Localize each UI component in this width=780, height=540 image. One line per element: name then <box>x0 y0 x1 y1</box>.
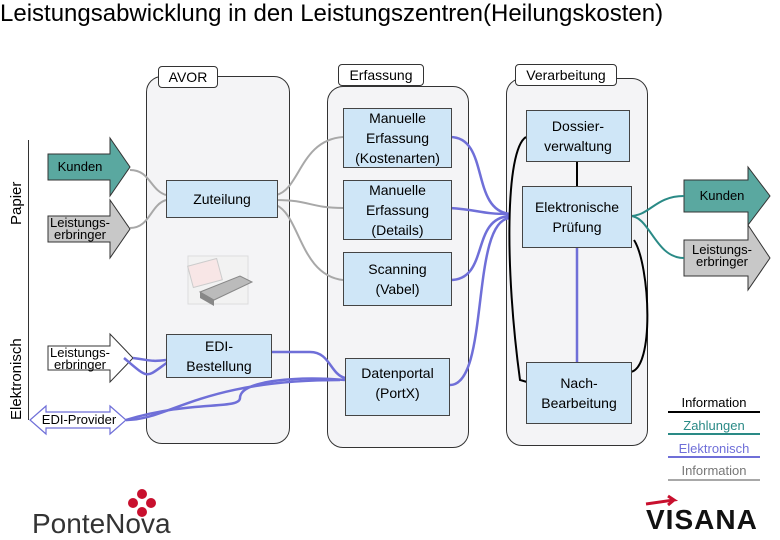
box-datenportal: Datenportal (PortX) <box>345 358 450 416</box>
legend-elektronisch: Elektronisch <box>678 441 750 456</box>
legend-information-black: Information <box>681 395 747 410</box>
lane-label-erfassung: Erfassung <box>338 64 424 86</box>
box-scanning: Scanning (Vabel) <box>343 252 452 306</box>
input-edi-provider-label: EDI-Provider <box>41 412 117 427</box>
input-leistungserbringer-paper-label: Leistungs- erbringer <box>50 215 110 242</box>
divider-line <box>28 140 29 420</box>
box-zuteilung: Zuteilung <box>166 180 278 218</box>
box-nachbearbeitung: Nach- Bearbeitung <box>526 362 632 424</box>
output-kunden-label: Kunden <box>699 188 745 203</box>
input-arrow-kunden <box>47 136 131 198</box>
input-arrow-leistungserbringer-elec <box>47 332 134 384</box>
pontenova-logo-mark <box>128 489 156 517</box>
visana-logo-mark <box>645 494 679 507</box>
legend-zahlungen: Zahlungen <box>683 418 745 433</box>
output-arrow-leistungserbringer <box>683 223 771 292</box>
box-elektronische-pruefung: Elektronische Prüfung <box>522 186 632 248</box>
box-dossierverwaltung: Dossier- verwaltung <box>526 110 630 162</box>
box-manuelle-kostenarten: Manuelle Erfassung (Kostenarten) <box>343 108 452 168</box>
visana-logo: VISANA <box>646 504 758 535</box>
page-title: Leistungsabwicklung in den Leistungszent… <box>0 0 664 27</box>
box-manuelle-details: Manuelle Erfassung (Details) <box>343 180 452 240</box>
lane-label-avor: AVOR <box>158 66 218 88</box>
input-leistungserbringer-elec-label: Leistungs- erbringer <box>50 345 110 372</box>
input-arrow-edi-provider <box>29 404 127 436</box>
output-leistungserbringer-label: Leistungs- erbringer <box>692 242 752 269</box>
lane-label-verarbeitung: Verarbeitung <box>515 64 617 86</box>
legend-information-grey: Information <box>681 463 747 478</box>
scanner-image <box>187 255 254 306</box>
box-edi-bestellung: EDI- Bestellung <box>166 334 272 378</box>
input-arrow-leistungserbringer-paper <box>47 198 131 260</box>
pontenova-logo: PonteNova <box>32 508 171 539</box>
input-kunden-label: Kunden <box>57 159 103 174</box>
output-arrow-kunden <box>683 165 771 227</box>
